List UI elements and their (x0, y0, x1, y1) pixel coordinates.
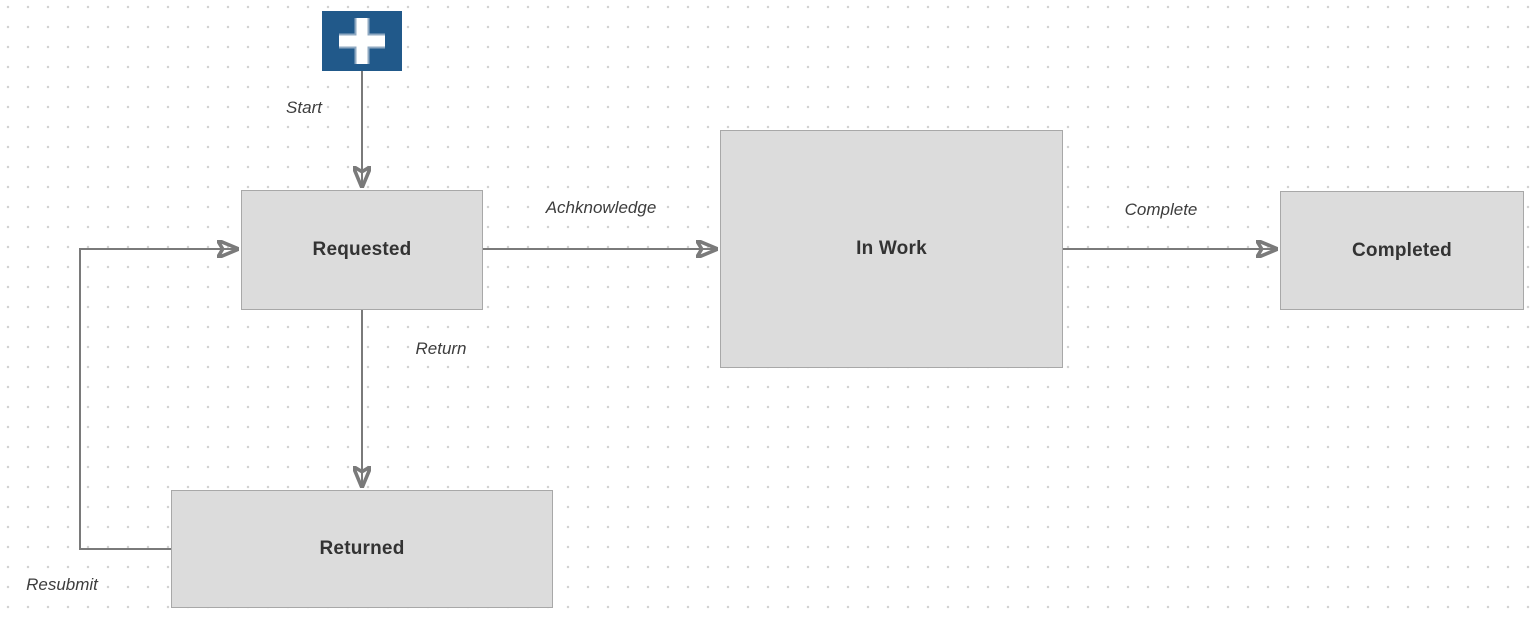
node-in-work[interactable]: In Work (720, 130, 1063, 368)
node-completed-label: Completed (1352, 239, 1452, 261)
node-completed[interactable]: Completed (1280, 191, 1524, 310)
node-returned-label: Returned (319, 538, 405, 559)
node-returned[interactable]: Returned (171, 490, 553, 608)
edge-label-return[interactable]: Return (412, 338, 470, 360)
node-in-work-label: In Work (856, 238, 927, 259)
edge-resubmit[interactable] (79, 249, 238, 550)
edge-label-acknowledge[interactable]: Achknowledge (542, 197, 660, 219)
plus-icon (339, 18, 385, 64)
node-requested[interactable]: Requested (241, 190, 483, 310)
edge-label-resubmit[interactable]: Resubmit (23, 574, 101, 596)
edge-label-start[interactable]: Start (283, 97, 325, 119)
node-requested-label: Requested (312, 239, 412, 260)
edge-label-complete[interactable]: Complete (1121, 199, 1201, 221)
start-plus-button[interactable] (322, 11, 402, 71)
